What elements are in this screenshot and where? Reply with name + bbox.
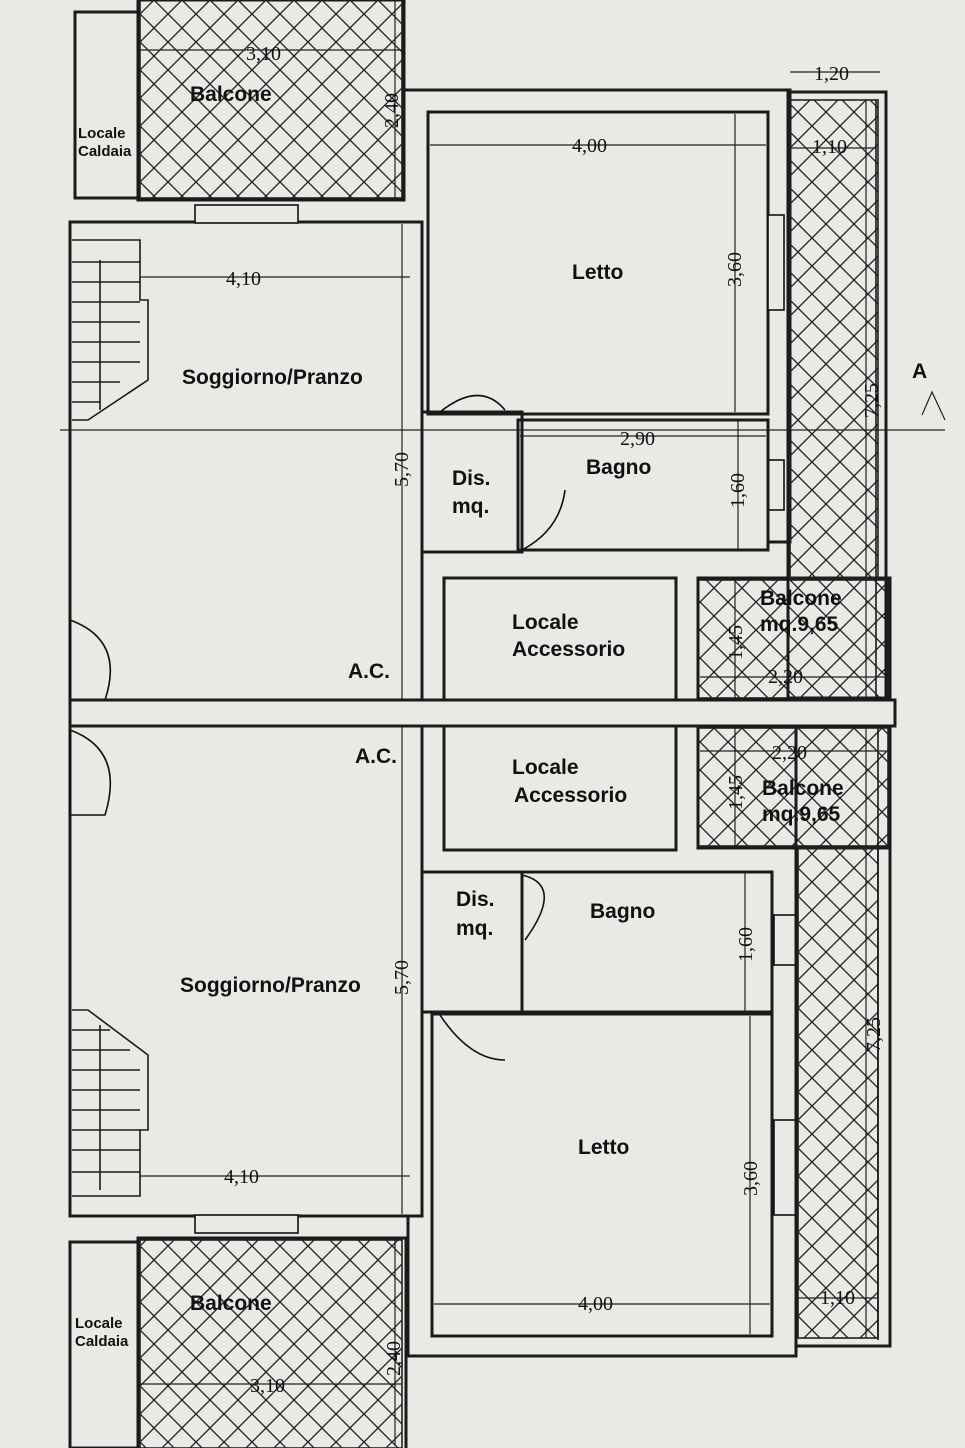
lower-dim-letto-h: 3,60 <box>740 1161 762 1196</box>
upper-unit <box>68 0 892 704</box>
upper-disimpegno <box>420 410 524 554</box>
lower-unit <box>68 724 892 1448</box>
upper-dim-strip-w: 1,20 <box>814 63 849 85</box>
upper-dim-side-balcone-w: 2,20 <box>768 666 803 688</box>
lower-caldaia-label-1: Locale <box>75 1315 123 1332</box>
upper-dim-bagno-w: 2,90 <box>620 428 655 450</box>
upper-balcone-hatch <box>139 0 403 199</box>
lower-entrance-door <box>69 729 112 816</box>
upper-dim-soggiorno-h: 5,70 <box>391 452 413 487</box>
upper-entrance-door <box>69 619 112 701</box>
lower-dim-soggiorno-h: 5,70 <box>391 960 413 995</box>
upper-bagno <box>516 418 770 552</box>
lower-side-balcone-label-2: mq.9,65 <box>762 803 841 826</box>
upper-dim-side-balcone-h: 1,45 <box>725 625 747 660</box>
upper-caldaia-label-2: Caldaia <box>78 143 132 160</box>
lower-caldaia-label-2: Caldaia <box>75 1333 129 1350</box>
upper-soggiorno-label: Soggiorno/Pranzo <box>182 366 363 389</box>
lower-dim-balcone-w: 3,10 <box>250 1375 285 1397</box>
upper-dim-strip-h: 7,25 <box>861 383 883 418</box>
upper-strip-balcone-hatch <box>789 99 879 579</box>
lower-dis-label-2: mq. <box>456 917 493 940</box>
lower-side-balcone-hatch <box>697 727 889 847</box>
upper-balcone-label: Balcone <box>190 83 272 106</box>
dimension-lines <box>140 0 886 1446</box>
upper-letto-label: Letto <box>572 261 623 284</box>
lower-soggiorno-window <box>194 1214 299 1234</box>
lower-accessorio-label-2: Accessorio <box>514 784 627 807</box>
upper-dim-bagno-h: 1,60 <box>727 473 749 508</box>
upper-soggiorno <box>68 220 424 704</box>
upper-stairs <box>72 239 149 421</box>
lower-dim-strip-h: 7,25 <box>863 1017 885 1052</box>
section-marker-label: A <box>912 360 927 383</box>
upper-accessorio-label-2: Accessorio <box>512 638 625 661</box>
lower-dim-strip-inner: 1,10 <box>820 1287 855 1309</box>
lower-dim-side-balcone-w: 2,20 <box>772 742 807 764</box>
upper-dim-balcone-w: 3,10 <box>246 43 281 65</box>
upper-dim-soggiorno-w: 4,10 <box>226 268 261 290</box>
upper-dim-letto-w: 4,00 <box>572 135 607 157</box>
upper-accessorio-label-1: Locale <box>512 611 579 634</box>
section-line-a: A <box>60 360 946 431</box>
upper-dis-label-1: Dis. <box>452 467 491 490</box>
lower-side-balcone-label-1: Balcone <box>762 777 844 800</box>
lower-accessorio-label-1: Locale <box>512 756 579 779</box>
lower-letto <box>430 1012 774 1338</box>
upper-side-balcone-hatch <box>697 579 889 699</box>
upper-dis-label-2: mq. <box>452 495 489 518</box>
lower-dim-letto-w: 4,00 <box>578 1293 613 1315</box>
lower-soggiorno <box>68 724 424 1218</box>
lower-balcone-label: Balcone <box>190 1292 272 1315</box>
lower-letto-label: Letto <box>578 1136 629 1159</box>
upper-bagno-label: Bagno <box>586 456 651 479</box>
lower-dim-soggiorno-w: 4,10 <box>224 1166 259 1188</box>
lower-balcone-hatch <box>139 1239 403 1448</box>
lower-stairs <box>72 1009 149 1197</box>
upper-caldaia-label-1: Locale <box>78 125 126 142</box>
lower-dim-balcone-h: 2,40 <box>383 1341 405 1376</box>
upper-ac-label: A.C. <box>348 660 390 683</box>
upper-dim-letto-h: 3,60 <box>724 252 746 287</box>
upper-dim-balcone-h: 2,40 <box>381 93 403 128</box>
lower-bagno <box>520 870 774 1014</box>
lower-dim-bagno-h: 1,60 <box>735 927 757 962</box>
upper-locale-caldaia <box>73 10 140 200</box>
upper-dim-strip-inner: 1,10 <box>812 136 847 158</box>
party-wall <box>68 698 897 728</box>
upper-side-balcone-label-2: mq.9,65 <box>760 613 839 636</box>
lower-soggiorno-label: Soggiorno/Pranzo <box>180 974 361 997</box>
upper-side-balcone-label-1: Balcone <box>760 587 842 610</box>
lower-locale-caldaia <box>68 1240 140 1448</box>
lower-dis-label-1: Dis. <box>456 888 495 911</box>
lower-dim-side-balcone-h: 1,45 <box>725 775 747 810</box>
lower-locale-accessorio <box>442 724 678 852</box>
lower-strip-balcone-hatch <box>797 847 879 1339</box>
lower-ac-label: A.C. <box>355 745 397 768</box>
upper-soggiorno-window <box>194 204 299 224</box>
lower-bagno-label: Bagno <box>590 900 655 923</box>
